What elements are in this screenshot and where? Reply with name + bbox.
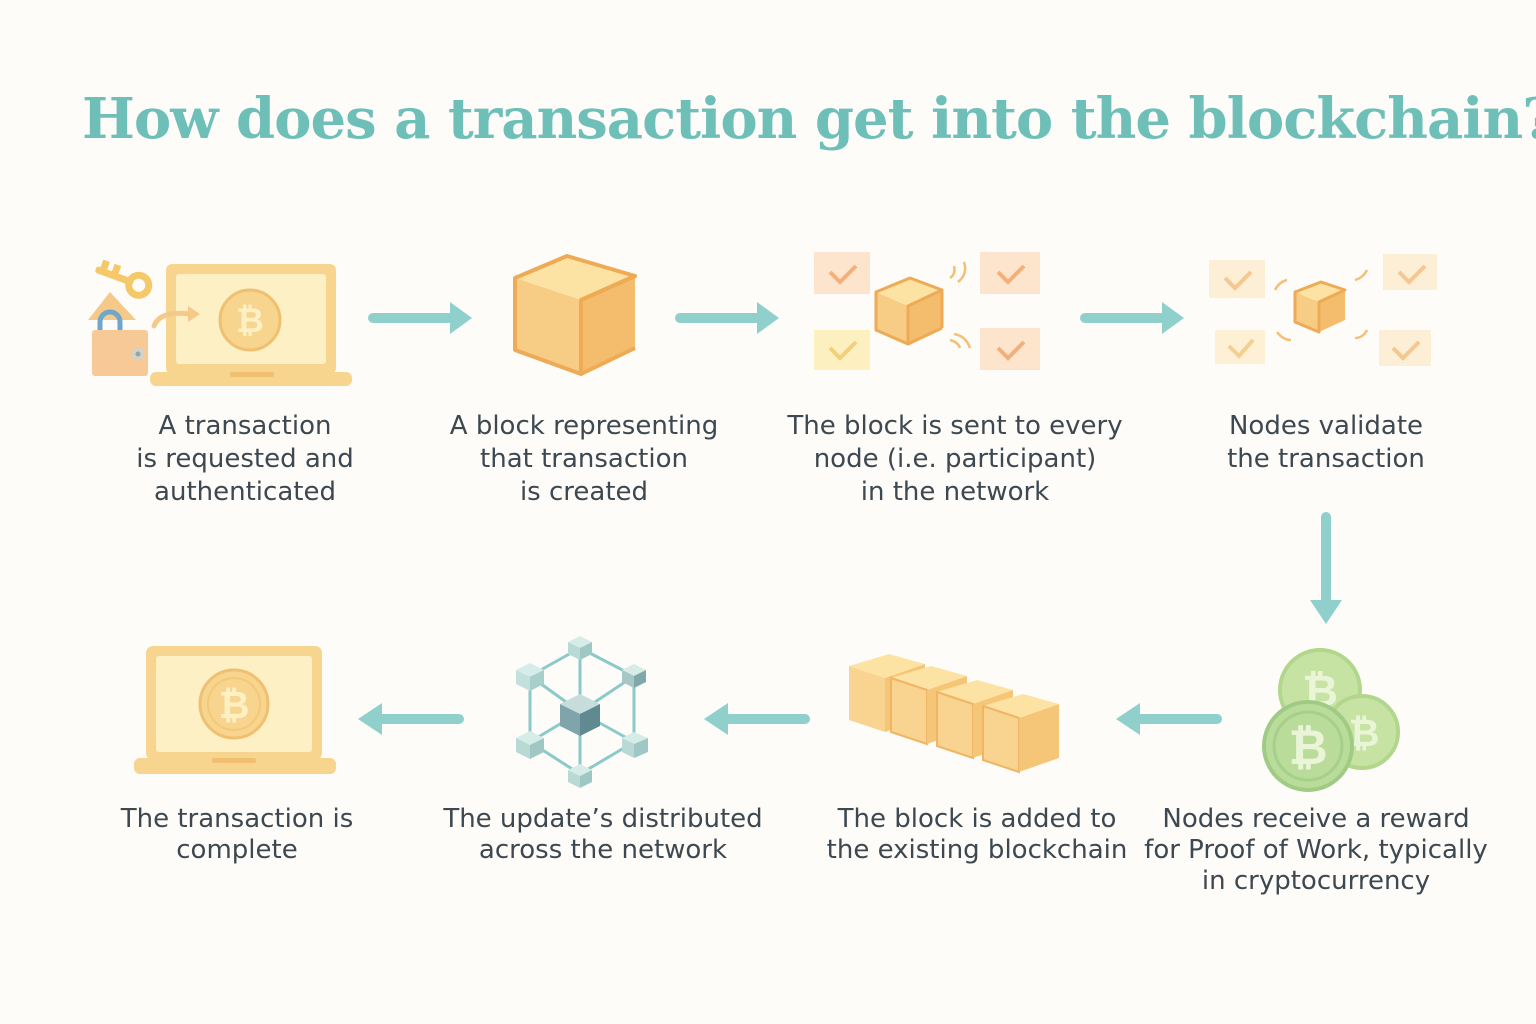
svg-text:₿: ₿	[219, 683, 250, 727]
step-7-caption: The update’s distributed across the netw…	[443, 804, 763, 865]
nodes-validate-icon	[1209, 254, 1437, 366]
laptop-bitcoin-key-lock-icon: ₿	[88, 259, 352, 386]
page-title: How does a transaction get into the bloc…	[82, 86, 1536, 152]
network-node	[622, 732, 648, 758]
step-2-caption: A block representing that transaction is…	[449, 411, 719, 507]
network-node	[622, 664, 646, 688]
arrow-left-icon	[704, 703, 810, 735]
arrow-left-icon	[1116, 703, 1222, 735]
network-node	[568, 636, 592, 660]
network-distributed-icon	[516, 636, 648, 788]
laptop-bitcoin-icon: ₿	[134, 646, 336, 774]
bitcoin-coins-icon: ₿ ₿ ₿	[1262, 648, 1400, 792]
network-node	[516, 663, 544, 691]
step-8-caption: The transaction is complete	[120, 804, 354, 865]
svg-text:₿: ₿	[236, 301, 264, 341]
network-node-center	[560, 694, 600, 736]
arrow-right-icon	[1080, 302, 1184, 334]
step-4-caption: Nodes validate the transaction	[1227, 411, 1425, 474]
network-node	[516, 731, 544, 759]
cube-block-icon	[513, 254, 637, 376]
blockchain-blocks-icon	[849, 654, 1059, 774]
step-3-caption: The block is sent to every node (i.e. pa…	[787, 411, 1123, 507]
arrow-left-icon	[358, 703, 464, 735]
arrow-down-icon	[1310, 512, 1342, 624]
arrow-right-icon	[368, 302, 472, 334]
step-6-caption: The block is added to the existing block…	[826, 804, 1128, 865]
arrow-right-icon	[675, 302, 779, 334]
network-node	[568, 764, 592, 788]
step-1-caption: A transaction is requested and authentic…	[136, 411, 354, 507]
step-5-caption: Nodes receive a reward for Proof of Work…	[1144, 804, 1488, 896]
svg-text:₿: ₿	[1288, 720, 1327, 776]
block-broadcast-nodes-icon	[814, 252, 1040, 370]
